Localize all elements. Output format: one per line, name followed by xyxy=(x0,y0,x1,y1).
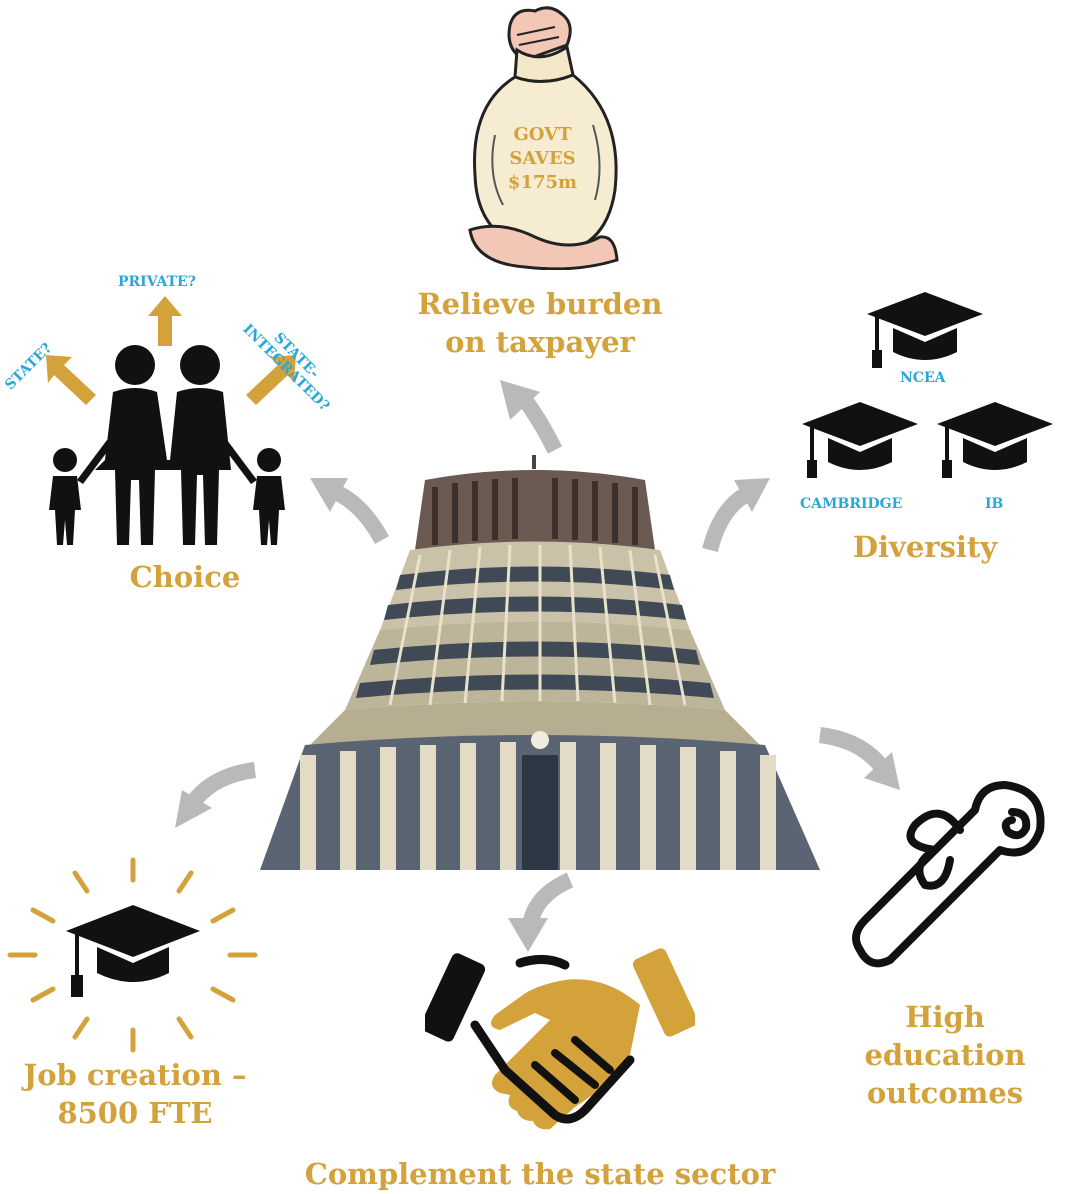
outcomes-line-2: outcomes xyxy=(866,1076,1024,1110)
choice-label: Choice xyxy=(129,560,241,594)
beehive-building-illustration xyxy=(260,455,820,875)
ib-label: IB xyxy=(985,496,1004,512)
grad-cap-cambridge-icon xyxy=(800,400,920,480)
bag-text-saves: SAVES xyxy=(509,148,576,169)
complement-label: Complement the state sector xyxy=(304,1157,776,1191)
job-creation-label: Job creation – 8500 FTE xyxy=(10,1056,260,1132)
grad-cap-ncea-icon xyxy=(865,290,985,370)
ncea-label: NCEA xyxy=(900,370,946,386)
option-private: PRIVATE? xyxy=(118,274,196,290)
arrow-to-job-icon xyxy=(188,762,257,806)
arrow-private-icon xyxy=(148,296,182,346)
arrow-to-relieve-icon xyxy=(518,395,563,454)
money-bag-illustration: GOVT SAVES $175m xyxy=(455,5,630,270)
outcomes-label: High education outcomes xyxy=(820,998,1070,1112)
arrow-to-diversity-icon xyxy=(702,488,750,553)
arrow-state-icon xyxy=(46,355,96,405)
outcomes-line-1: High education xyxy=(864,1000,1026,1072)
bag-text-amount: $175m xyxy=(507,172,578,193)
grad-cap-ib-icon xyxy=(935,400,1055,480)
relieve-burden-label: Relieve burden on taxpayer xyxy=(380,285,700,361)
bag-text-govt: GOVT xyxy=(513,124,572,145)
glowing-grad-cap-icon xyxy=(5,855,260,1055)
diploma-scroll-icon xyxy=(840,770,1055,970)
relieve-line-1: Relieve burden xyxy=(417,287,663,321)
diversity-label: Diversity xyxy=(852,530,998,564)
relieve-line-2: on taxpayer xyxy=(445,325,635,359)
cambridge-label: CAMBRIDGE xyxy=(800,496,903,512)
job-line-1: Job creation – xyxy=(23,1058,247,1092)
arrow-state-integrated-icon xyxy=(246,355,296,405)
arrow-to-outcomes-icon xyxy=(818,727,887,771)
handshake-icon xyxy=(425,935,695,1145)
job-line-2: 8500 FTE xyxy=(57,1096,213,1130)
arrow-to-choice-icon xyxy=(327,482,390,544)
family-icon xyxy=(35,340,305,550)
